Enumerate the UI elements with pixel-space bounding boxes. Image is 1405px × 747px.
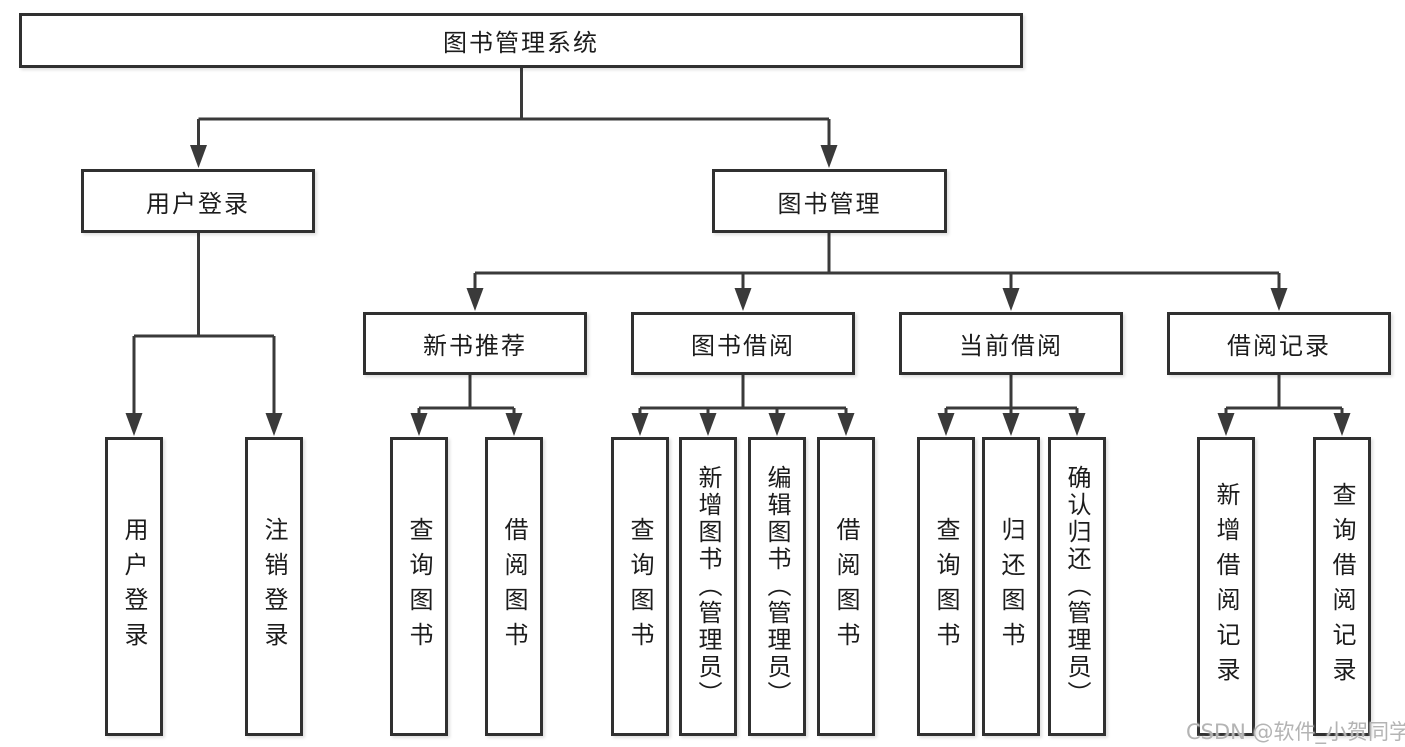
node-borrowing-records: 借阅记录 xyxy=(1167,312,1391,375)
leaf-bb-borrow-books-label: 借阅图书 xyxy=(832,516,860,657)
leaf-bb-edit-books-admin-label: 编辑图书（管理员） xyxy=(763,465,791,708)
node-book-borrowing: 图书借阅 xyxy=(631,312,855,375)
leaf-rec-borrow-books: 借阅图书 xyxy=(485,437,543,736)
leaf-bb-add-books-admin: 新增图书（管理员） xyxy=(679,437,737,736)
leaf-bb-query-books-label: 查询图书 xyxy=(626,516,654,657)
leaf-bb-query-books: 查询图书 xyxy=(611,437,669,736)
leaf-cb-confirm-return-admin-label: 确认归还（管理员） xyxy=(1063,465,1091,708)
node-book-borrowing-label: 图书借阅 xyxy=(691,332,795,360)
watermark: CSDN @软件_小贺同学 xyxy=(1186,720,1405,744)
leaf-br-add-record-label: 新增借阅记录 xyxy=(1212,481,1240,692)
leaf-br-query-record-label: 查询借阅记录 xyxy=(1328,481,1356,692)
leaf-rec-query-books: 查询图书 xyxy=(390,437,448,736)
leaf-user-login: 用户登录 xyxy=(105,437,163,736)
node-current-borrowing-label: 当前借阅 xyxy=(959,332,1063,360)
node-new-book-recommend-label: 新书推荐 xyxy=(423,332,527,360)
leaf-cb-return-books-label: 归还图书 xyxy=(997,516,1025,657)
leaf-bb-edit-books-admin: 编辑图书（管理员） xyxy=(748,437,806,736)
node-library-system: 图书管理系统 xyxy=(19,13,1023,68)
node-borrowing-records-label: 借阅记录 xyxy=(1227,332,1331,360)
node-book-management-label: 图书管理 xyxy=(777,189,882,218)
leaf-user-login-label: 用户登录 xyxy=(120,516,148,657)
node-user-login-label: 用户登录 xyxy=(146,189,250,218)
node-new-book-recommend: 新书推荐 xyxy=(363,312,587,375)
node-current-borrowing: 当前借阅 xyxy=(899,312,1123,375)
leaf-cb-query-books-label: 查询图书 xyxy=(932,516,960,657)
leaf-br-add-record: 新增借阅记录 xyxy=(1197,437,1255,736)
leaf-rec-query-books-label: 查询图书 xyxy=(405,516,433,657)
node-book-management: 图书管理 xyxy=(712,169,947,233)
leaf-br-query-record: 查询借阅记录 xyxy=(1313,437,1371,736)
leaf-logout: 注销登录 xyxy=(245,437,303,736)
leaf-cb-confirm-return-admin: 确认归还（管理员） xyxy=(1048,437,1106,736)
leaf-bb-borrow-books: 借阅图书 xyxy=(817,437,875,736)
arrowheads xyxy=(125,145,1351,436)
leaf-cb-return-books: 归还图书 xyxy=(982,437,1040,736)
leaf-cb-query-books: 查询图书 xyxy=(917,437,975,736)
leaf-rec-borrow-books-label: 借阅图书 xyxy=(500,516,528,657)
leaf-logout-label: 注销登录 xyxy=(260,516,288,657)
node-user-login: 用户登录 xyxy=(81,169,315,233)
node-library-system-label: 图书管理系统 xyxy=(443,29,599,57)
leaf-bb-add-books-admin-label: 新增图书（管理员） xyxy=(694,465,722,708)
